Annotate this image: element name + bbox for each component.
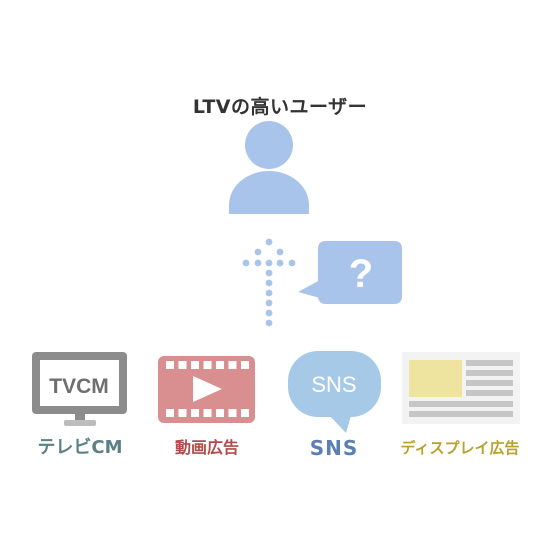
display-ad-image	[409, 360, 462, 397]
film-hole	[228, 409, 237, 417]
display-ad-icon	[402, 352, 520, 424]
user-head	[245, 121, 293, 169]
display-ad-line	[409, 411, 513, 417]
video-play-icon	[158, 356, 255, 423]
film-hole	[203, 361, 212, 369]
arrow-dot	[276, 248, 284, 256]
film-hole	[178, 409, 187, 417]
arrow-dot	[265, 238, 273, 246]
film-hole	[166, 409, 174, 417]
sns-bubble-text: SNS	[311, 372, 356, 397]
tv-screen-text: TVCM	[49, 375, 109, 398]
display-ad-line	[466, 380, 513, 386]
display-ad-line	[466, 360, 513, 366]
film-hole	[166, 361, 174, 369]
film-hole	[216, 409, 224, 417]
user-icon	[229, 121, 309, 214]
arrow-dot	[265, 299, 273, 307]
dotted-up-arrow-icon	[242, 238, 296, 327]
film-hole	[241, 361, 249, 369]
arrow-dot	[254, 259, 262, 267]
arrow-dot	[265, 259, 273, 267]
display-ad-line	[409, 401, 513, 407]
question-bubble-icon: ?	[298, 241, 402, 304]
arrow-dot	[265, 279, 273, 287]
label-video-ad: 動画広告	[174, 438, 239, 457]
arrow-dot	[265, 309, 273, 317]
display-ad-line	[466, 370, 513, 376]
play-triangle	[193, 376, 222, 402]
arrow-dot	[288, 259, 296, 267]
film-hole	[241, 409, 249, 417]
film-hole	[228, 361, 237, 369]
tv-neck	[75, 414, 85, 421]
film-hole	[216, 361, 224, 369]
question-mark: ?	[349, 252, 373, 296]
film-hole	[191, 409, 199, 417]
arrow-dot	[254, 248, 262, 256]
arrow-dot	[265, 289, 273, 297]
film-hole	[191, 361, 199, 369]
sns-bubble-body	[288, 351, 381, 417]
label-sns: SNS	[309, 436, 359, 460]
arrow-dot	[265, 269, 273, 277]
speech-bubble-icon: SNS	[288, 351, 381, 433]
film-hole	[203, 409, 212, 417]
tv-stand	[64, 420, 96, 426]
film-hole	[178, 361, 187, 369]
user-body	[229, 171, 309, 214]
question-bubble-tail	[298, 280, 320, 298]
label-display-ad: ディスプレイ広告	[400, 439, 520, 457]
question-bubble-body	[318, 241, 402, 304]
arrow-dot	[265, 319, 273, 327]
tv-icon: TVCM	[32, 352, 127, 426]
arrow-dot	[242, 259, 250, 267]
arrow-dot	[276, 259, 284, 267]
display-ad-line	[466, 390, 513, 396]
film-perforations	[166, 361, 249, 417]
label-tvcm: テレビCM	[37, 437, 123, 458]
sns-bubble-tail	[328, 412, 352, 433]
diagram-title: LTVの高いユーザー	[192, 96, 368, 118]
tv-screen	[40, 360, 119, 406]
